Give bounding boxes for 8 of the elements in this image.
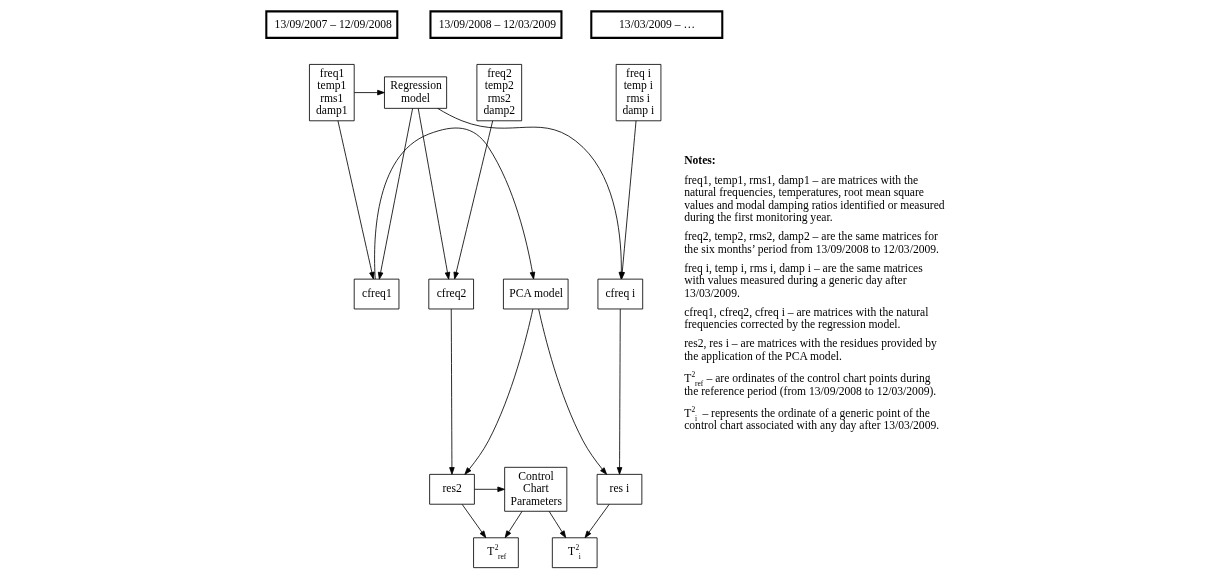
label: cfreq1, cfreq2, cfreq i – are matrices with the natural frequencies corrected by the regression model. xyxy=(684,305,929,332)
label: freq i, temp i, rms i, damp i – are the same matrices with values measured during a generic day after 13/03/2009. xyxy=(684,261,923,300)
label: freq2, temp2, rms2, damp2 – are the same matrices for the six months’ period from 13/09/2008 to 12/03/2009. xyxy=(684,230,939,256)
label: T$^{2}$$_{ref}$ – are ordinates of the control chart points during the reference period (from 13/09/2008 to 12/03/2009). xyxy=(684,370,937,398)
label: Notes: xyxy=(684,154,716,168)
label: res2, res i – are matrices with the residues provided by the application of the PCA model. xyxy=(684,337,937,363)
label: freq1, temp1, rms1, damp1 – are matrices with the natural frequencies, temperatures, root mean square values and modal damping ratios identified or measured during the first monitoring year. xyxy=(684,173,945,225)
label: T$^{2}$$_{i}$ – represents the ordinate of a generic point of the control chart associated with any day after 13/03/2009. xyxy=(684,405,940,433)
